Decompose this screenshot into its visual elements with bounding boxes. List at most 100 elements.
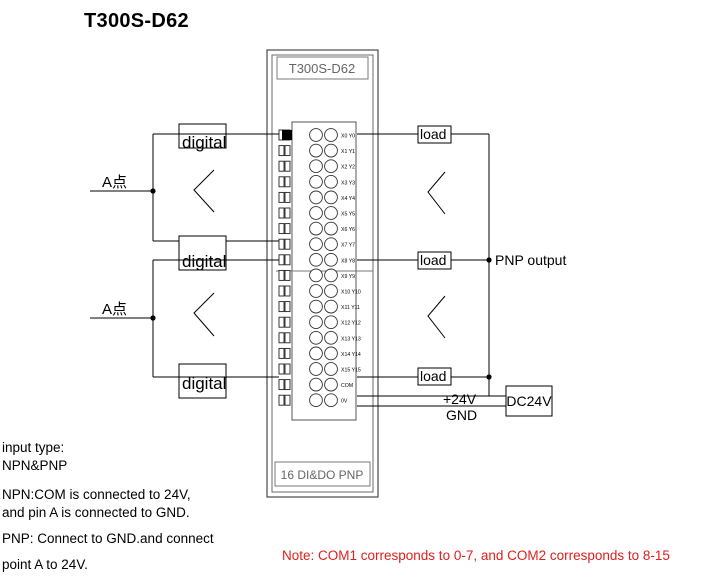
terminal-screw [309,252,323,267]
terminal-screw [324,221,338,236]
terminal-screw [309,143,323,158]
terminal-screw [324,315,338,330]
terminal-screw [309,299,323,314]
terminal-label: X4 Y4 [341,196,355,202]
terminal-label: X5 Y5 [341,212,355,218]
caption-point-a: point A to 24V. [2,557,88,572]
terminal-screw [324,237,338,252]
terminal-slot [278,238,285,250]
terminal-label: X7 Y7 [341,243,355,249]
terminal-slot [284,347,291,359]
terminal-slot [278,191,285,203]
note-text: Note: COM1 corresponds to 0-7, and COM2 … [282,548,670,563]
terminal-screw [309,393,323,408]
dc24v-box [505,385,553,417]
load-label-1: load [420,126,446,142]
terminal-screw [309,268,323,283]
terminal-slot [284,394,291,406]
terminal-screw [309,377,323,392]
terminal-label: X11 Y11 [341,305,360,311]
sensor-label-3: digital [182,374,226,393]
terminal-slot [284,254,291,266]
terminal-screw [324,206,338,220]
terminal-screw [324,252,338,267]
terminal-screw [309,237,323,252]
terminal-screw [309,284,323,298]
terminal-screw [324,190,338,205]
plus24v-label: +24V [443,391,477,407]
terminal-screw [324,377,338,392]
terminal-slot [278,254,285,266]
terminal-screw [309,362,323,376]
terminal-slot [284,301,291,313]
right-wiring [357,133,506,407]
terminal-slot [284,176,291,188]
terminal-screw [324,393,338,408]
sensor-box-3 [178,363,227,399]
terminal-slot [278,379,285,391]
load-box-3 [417,367,452,386]
load-label-3: load [420,368,446,384]
terminal-label: X9 Y9 [341,274,355,280]
terminal-slot [278,160,285,172]
terminal-slot [278,269,285,281]
terminal-screw [309,190,323,205]
junction-dot [486,257,492,263]
terminal-label: X8 Y8 [341,258,355,264]
gnd-label: GND [446,407,477,423]
caption-input-type: input type: NPN&PNP [2,440,68,473]
caption-npn: NPN:COM is connected to 24V, and pin A i… [2,487,191,520]
caption-pnp: PNP: Connect to GND.and connect [2,531,214,546]
terminal-screw [324,159,338,174]
terminal-slot [284,363,291,375]
junction-dot [150,188,156,194]
terminal-slot [278,363,285,375]
terminal-screw [309,330,323,345]
terminal-label: X2 Y2 [341,165,355,171]
point-a-label-2: A点 [102,301,127,318]
terminal-screw [309,206,323,220]
terminal-screw [324,346,338,361]
terminal-slot [284,285,291,297]
terminal-screw [309,315,323,330]
terminal-slot [284,238,291,250]
terminal-screw [324,128,338,142]
terminal-screw [309,174,323,189]
terminal-label: X12 Y12 [341,321,361,327]
terminal-label: 0V [341,399,348,405]
dc24v-label: DC24V [506,393,552,409]
terminal-screw [309,221,323,236]
sensor-label-1: digital [182,133,226,152]
point-a-label-1: A点 [102,174,127,191]
junction-dot [150,315,156,321]
terminal-screw [324,268,338,283]
terminal-slot [278,332,285,344]
module-footer-label: 16 DI&DO PNP [281,468,364,482]
terminal-screw [324,330,338,345]
pnp-output-label: PNP output [495,252,566,268]
sensor-label-2: digital [182,252,226,271]
terminal-slot [278,301,285,313]
terminal-slot [284,269,291,281]
module-footer-box [274,461,371,487]
terminal-slot [278,176,285,188]
terminal-slot [284,207,291,219]
terminal-screw [309,128,323,142]
terminal-slot [278,347,285,359]
terminal-slot [278,316,285,328]
junction-dot [486,374,492,380]
load-box-1 [417,125,452,144]
terminal-slot [284,223,291,235]
terminal-slot [284,145,291,157]
terminal-label: X10 Y10 [341,290,361,296]
sensor-box-2 [178,235,227,271]
terminal-screw [324,299,338,314]
pin-marker [282,130,292,140]
terminal-slot [278,285,285,297]
terminal-screw [324,143,338,158]
terminal-screw [324,284,338,298]
terminal-slot [278,145,285,157]
terminal-label: X14 Y14 [341,352,361,358]
terminal-slot [278,394,285,406]
